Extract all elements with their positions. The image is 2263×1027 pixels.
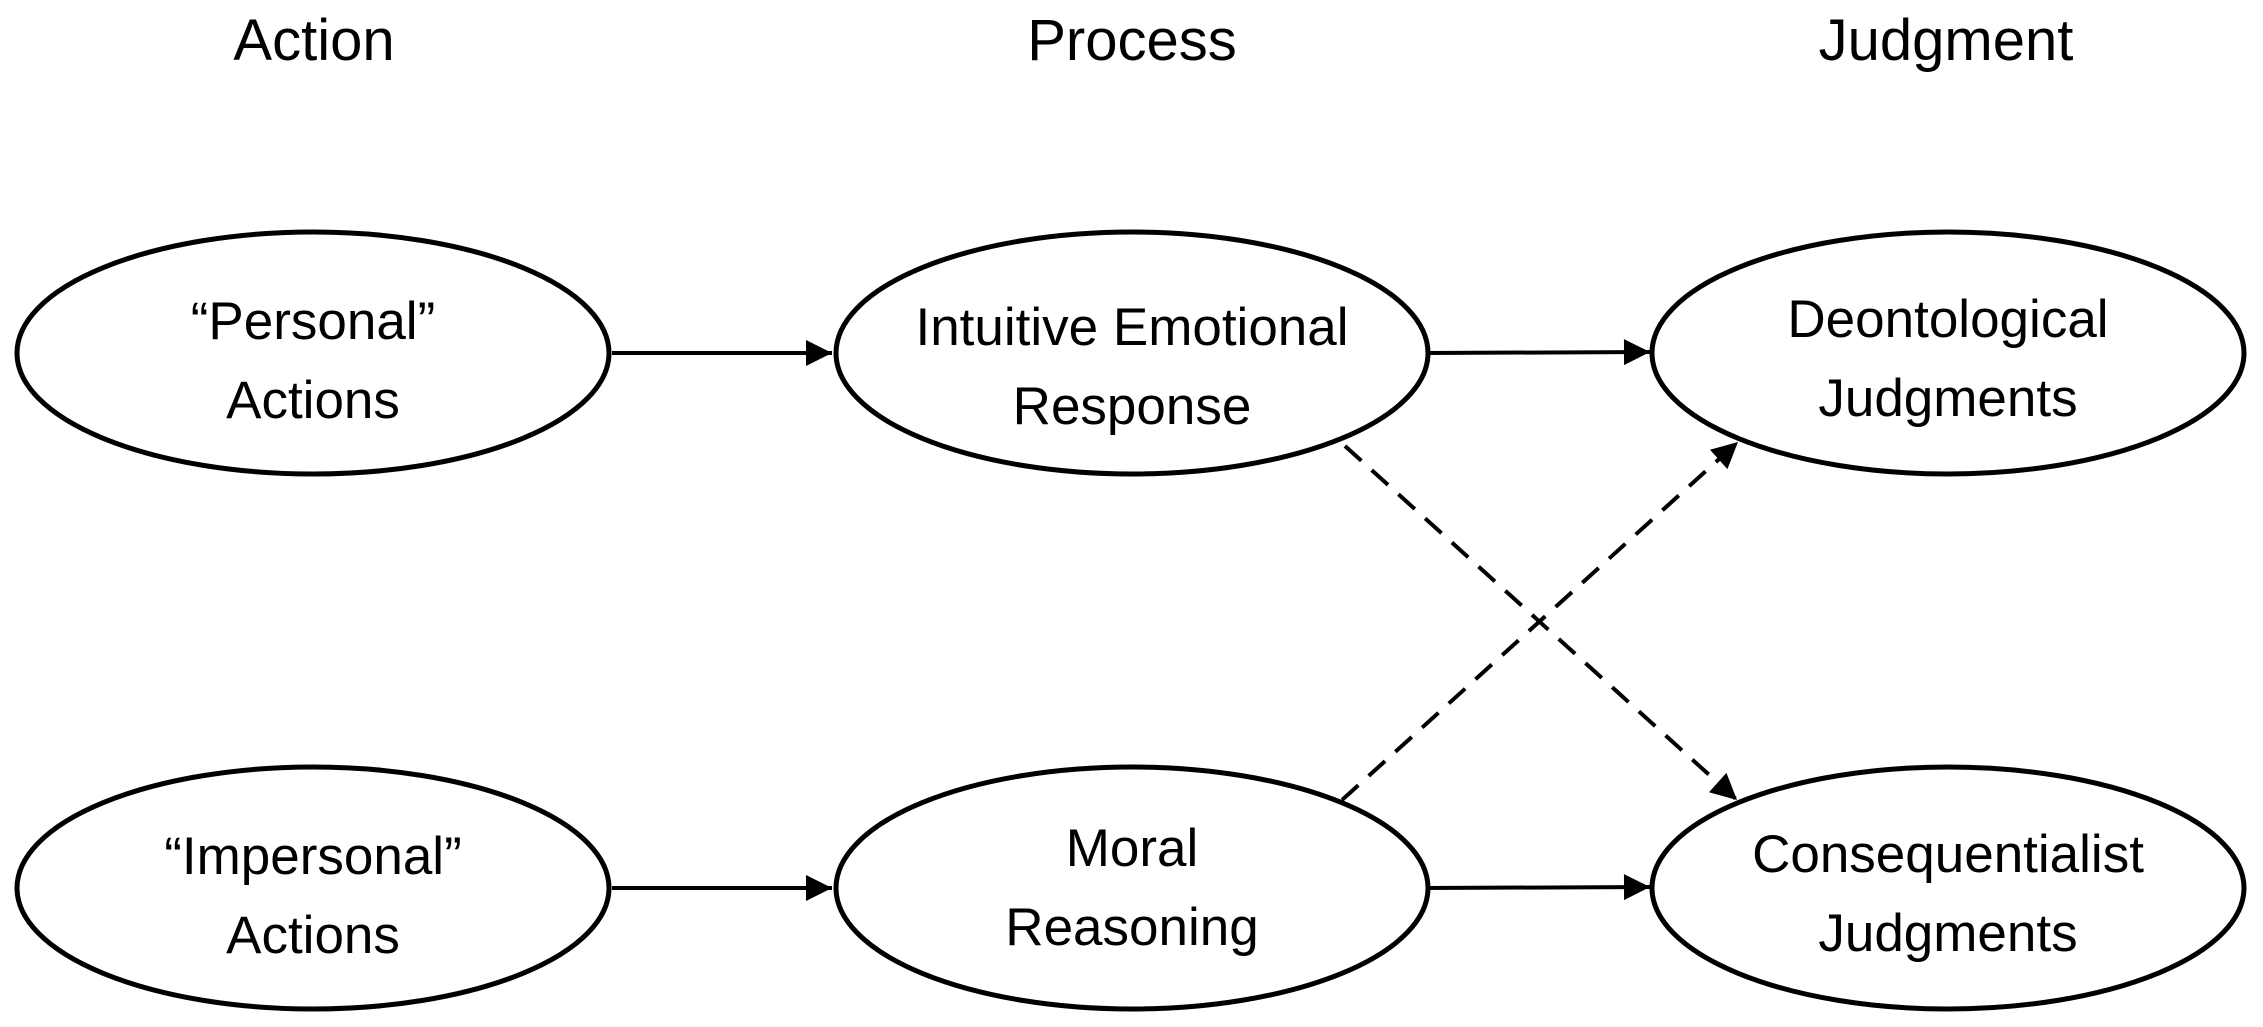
column-header-action: Action xyxy=(233,8,394,73)
node-impersonal-actions-line1: “Impersonal” xyxy=(164,827,461,886)
node-moral-reasoning: Moral Reasoning xyxy=(833,764,1431,1012)
node-deontological-judgments: Deontological Judgments xyxy=(1649,229,2247,477)
edge-intuitive-to-deontological xyxy=(1426,339,1651,366)
column-header-judgment: Judgment xyxy=(1819,8,2074,73)
node-consequentialist-judgments: Consequentialist Judgments xyxy=(1649,764,2247,1012)
edge-moral-reasoning-to-consequentialist xyxy=(1426,874,1651,901)
node-personal-actions: “Personal” Actions xyxy=(14,229,612,477)
node-intuitive-emotional-response-line2: Response xyxy=(1013,377,1252,436)
node-personal-actions-line1: “Personal” xyxy=(191,292,435,351)
node-consequentialist-judgments-line2: Judgments xyxy=(1818,904,2077,963)
node-moral-reasoning-line1: Moral xyxy=(1066,819,1199,878)
node-deontological-judgments-line2: Judgments xyxy=(1818,369,2077,428)
column-header-process: Process xyxy=(1027,8,1237,73)
node-personal-actions-line2: Actions xyxy=(226,371,400,430)
edge-intuitive-to-consequentialist xyxy=(1343,444,1739,802)
node-deontological-judgments-line1: Deontological xyxy=(1787,290,2108,349)
edge-moral-reasoning-to-deontological xyxy=(1340,440,1740,802)
node-impersonal-actions: “Impersonal” Actions xyxy=(14,764,612,1012)
node-intuitive-emotional-response: Intuitive Emotional Response xyxy=(833,229,1431,477)
node-consequentialist-judgments-line1: Consequentialist xyxy=(1752,825,2144,884)
node-moral-reasoning-line2: Reasoning xyxy=(1005,898,1258,957)
node-impersonal-actions-line2: Actions xyxy=(226,906,400,965)
node-intuitive-emotional-response-line1: Intuitive Emotional xyxy=(915,298,1348,357)
